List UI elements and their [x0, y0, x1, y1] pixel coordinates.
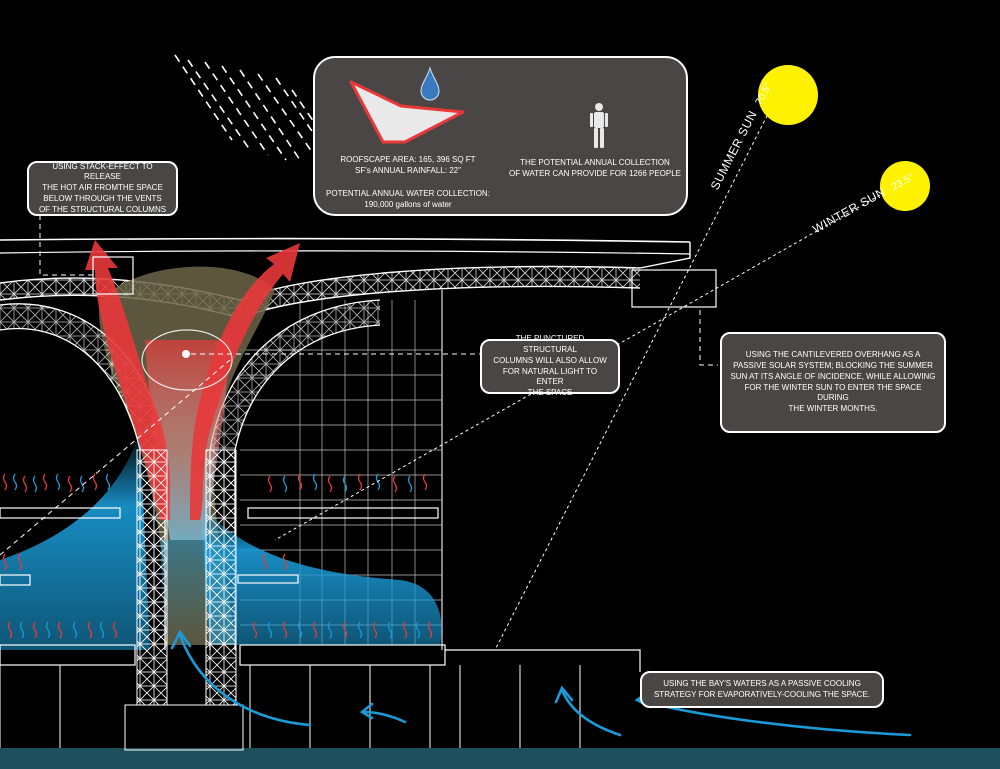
roof-truss [0, 266, 640, 318]
cool-air-zone-right [200, 500, 442, 645]
potential-collection-label: POTENTIAL ANNUAL WATER COLLECTION: [326, 189, 490, 198]
column-vent-opening [141, 329, 233, 391]
overhang-line1: USING THE CANTILEVERED OVERHANG AS A [745, 350, 921, 360]
overhang-line4: FOR THE WINTER SUN TO ENTER THE SPACE DU… [744, 382, 922, 403]
sun-icon [880, 161, 930, 211]
daylight-line1: THE PUNCTURED STRUCTURAL [515, 334, 585, 354]
roof-plan-icon [349, 80, 465, 144]
person-icon [590, 103, 608, 148]
right-arch-truss-fill [210, 300, 380, 650]
cooling-line1: USING THE BAY'S WATERS AS A PASSIVE COOL… [663, 678, 861, 688]
sun-icon [758, 65, 818, 125]
floor-slabs [0, 507, 641, 672]
daylight-line4: THE SPACE [527, 388, 573, 398]
cooling-line2: STRATEGY FOR EVAPORATIVELY-COOLING THE S… [653, 689, 871, 699]
column-light-shaft [160, 540, 210, 645]
overhang-line2: PASSIVE SOLAR SYSTEM; BLOCKING THE SUMME… [733, 360, 933, 370]
overhang-line5: THE WINTER MONTHS. [788, 404, 878, 414]
stack-effect-line4: OF THE STRUCTURAL COLUMNS [38, 204, 167, 214]
daylight-line3: FOR NATURAL LIGHT TO ENTER [502, 366, 598, 387]
vent-detail-box [92, 256, 134, 295]
water-drop-icon [420, 66, 440, 101]
stack-effect-line3: BELOW THROUGH THE VENTS [43, 193, 162, 203]
daylight-callout: THE PUNCTURED STRUCTURAL COLUMNS WILL AL… [480, 334, 620, 397]
people-served-line1: THE POTENTIAL ANNUAL COLLECTION [520, 158, 670, 167]
overhang-detail-box [631, 269, 717, 308]
potential-collection-value: 190,000 gallons of water [364, 199, 452, 209]
stack-effect-line1: USING STACK-EFFECT TO RELEASE [52, 161, 153, 182]
overhang-line3: SUN AT ITS ANGLE OF INCIDENCE, WHILE ALL… [730, 371, 936, 381]
bay-water [0, 748, 1000, 769]
hot-air-arrow-icon [190, 243, 300, 520]
stack-effect-line2: THE HOT AIR FROMTHE SPACE [42, 183, 163, 193]
daylight-line2: COLUMNS WILL ALSO ALLOW [493, 355, 607, 365]
occupants [2, 473, 433, 639]
leader-lines [0, 215, 718, 556]
rain-collection-callout: ROOFSCAPE AREA: 165, 396 SQ FT SF's ANNU… [313, 56, 688, 216]
cool-air-zone-left [0, 430, 150, 650]
foundation [0, 665, 581, 751]
people-served-line2: OF WATER CAN PROVIDE FOR 1266 PEOPLE [508, 168, 682, 178]
cooling-callout: USING THE BAY'S WATERS AS A PASSIVE COOL… [640, 671, 884, 708]
overhang-callout: USING THE CANTILEVERED OVERHANG AS A PAS… [720, 332, 946, 433]
central-column-truss-right [205, 449, 237, 706]
central-column-truss-left [136, 449, 168, 706]
vent-marker [182, 350, 190, 358]
rain-streaks [174, 54, 319, 161]
annual-rainfall: SF's ANNUAL RAINFALL: 22" [355, 165, 461, 175]
stack-effect-callout: USING STACK-EFFECT TO RELEASE THE HOT AI… [27, 161, 178, 216]
roofscape-area: ROOFSCAPE AREA: 165, 396 SQ FT [340, 155, 476, 164]
